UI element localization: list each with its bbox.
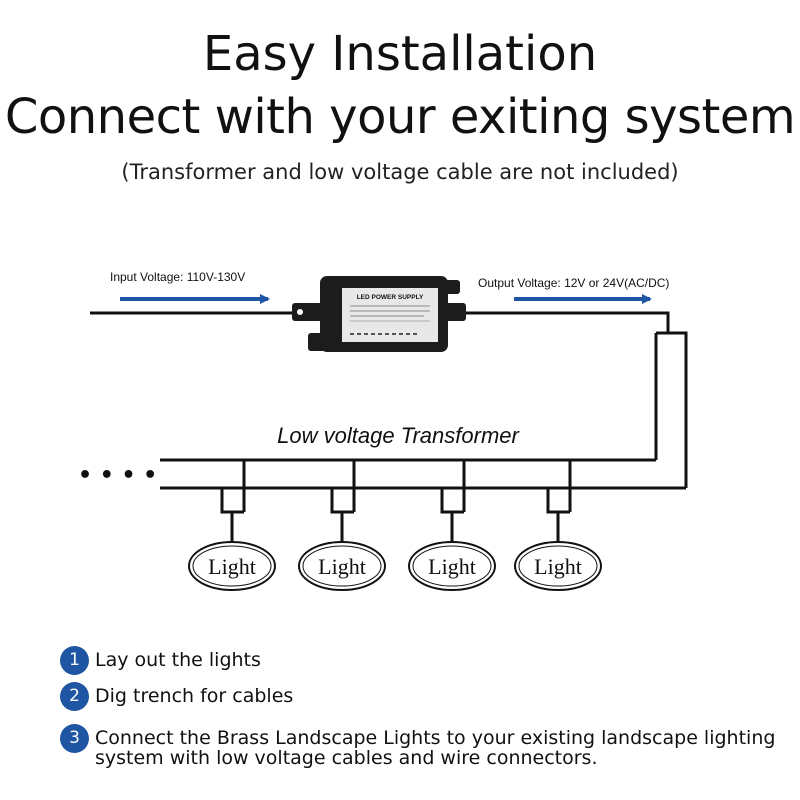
step-2-number-badge: 2 xyxy=(60,682,89,711)
led-power-supply-device: LED POWER SUPPLY xyxy=(292,276,466,352)
connector-4 xyxy=(546,460,572,542)
step-3-number-badge: 3 xyxy=(60,724,89,753)
page-title-line-2: Connect with your exiting system xyxy=(4,89,796,145)
connector-2 xyxy=(330,460,356,542)
light-3-label: Light xyxy=(428,554,476,579)
step-2: 2 Dig trench for cables xyxy=(60,680,785,711)
step-1-number-badge: 1 xyxy=(60,646,89,675)
light-4: Light xyxy=(514,541,602,591)
step-3: 3 Connect the Brass Landscape Lights to … xyxy=(60,722,785,768)
step-1: 1 Lay out the lights xyxy=(60,644,785,675)
connector-1 xyxy=(220,460,246,542)
step-3-text: Connect the Brass Landscape Lights to yo… xyxy=(95,727,776,769)
output-cable xyxy=(455,311,670,332)
page-subtitle: (Transformer and low voltage cable are n… xyxy=(121,160,679,184)
page-title-line-1: Easy Installation xyxy=(202,26,598,82)
continuation-dots: • • • • xyxy=(78,463,157,488)
wiring-diagram: Input Voltage: 110V-130V Output Voltage:… xyxy=(78,270,688,591)
light-1-label: Light xyxy=(208,554,256,579)
step-2-text: Dig trench for cables xyxy=(95,685,294,707)
input-voltage-label: Input Voltage: 110V-130V xyxy=(110,270,245,284)
light-4-label: Light xyxy=(534,554,582,579)
output-voltage-label: Output Voltage: 12V or 24V(AC/DC) xyxy=(478,276,669,290)
connector-3 xyxy=(440,460,466,542)
transformer-feed-cable xyxy=(654,331,688,488)
step-1-text: Lay out the lights xyxy=(95,649,261,671)
light-3: Light xyxy=(408,541,496,591)
light-2-label: Light xyxy=(318,554,366,579)
device-label: LED POWER SUPPLY xyxy=(357,294,424,301)
transformer-label: Low voltage Transformer xyxy=(277,423,520,448)
light-1: Light xyxy=(188,541,276,591)
light-2: Light xyxy=(298,541,386,591)
